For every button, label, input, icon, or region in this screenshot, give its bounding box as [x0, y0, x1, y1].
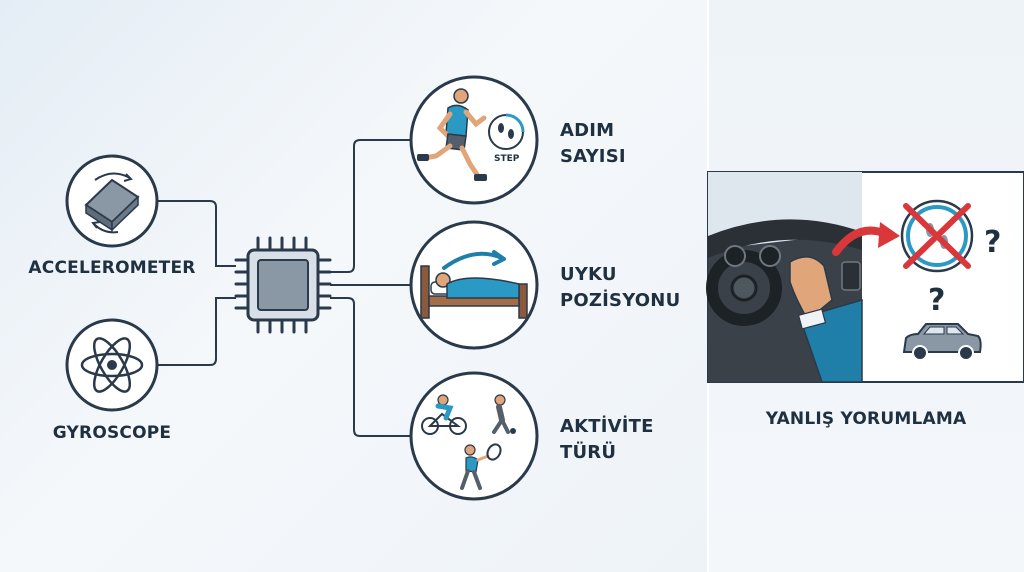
misinterpretation-title: YANLIŞ YORUMLAMA: [765, 409, 967, 429]
steps-connector: [330, 139, 410, 273]
gyroscope-connector: [158, 297, 236, 366]
step-badge-label: STEP: [494, 154, 520, 164]
bed-icon: [409, 220, 539, 350]
step-count-label: ADIM SAYISI: [560, 118, 720, 170]
step-count-line1: ADIM: [560, 120, 615, 141]
activity-type-line1: AKTİVİTE: [560, 416, 654, 437]
step-badge-icon: [488, 113, 525, 150]
sleep-position-line2: POZİSYONU: [560, 290, 681, 311]
runner-icon: [409, 75, 539, 205]
activity-connector: [330, 297, 410, 437]
sleep-position-line1: UYKU: [560, 264, 617, 285]
accelerometer-label: ACCELEROMETER: [28, 258, 196, 278]
connector-lines: [158, 139, 410, 437]
driving-scene-illustration: [706, 171, 1024, 383]
accelerometer-connector: [158, 200, 236, 267]
accelerometer-icon: [65, 154, 159, 248]
sleep-position-label: UYKU POZİSYONU: [560, 262, 720, 314]
processor-chip-icon: [234, 236, 332, 334]
gyroscope-icon: [65, 318, 159, 412]
question-mark-1: ?: [984, 225, 1001, 260]
sports-activities-icon: [409, 371, 539, 501]
gyroscope-label: GYROSCOPE: [52, 423, 172, 443]
activity-type-line2: TÜRÜ: [560, 442, 617, 463]
question-mark-2: ?: [928, 283, 945, 318]
activity-type-label: AKTİVİTE TÜRÜ: [560, 414, 720, 466]
step-count-line2: SAYISI: [560, 146, 626, 167]
